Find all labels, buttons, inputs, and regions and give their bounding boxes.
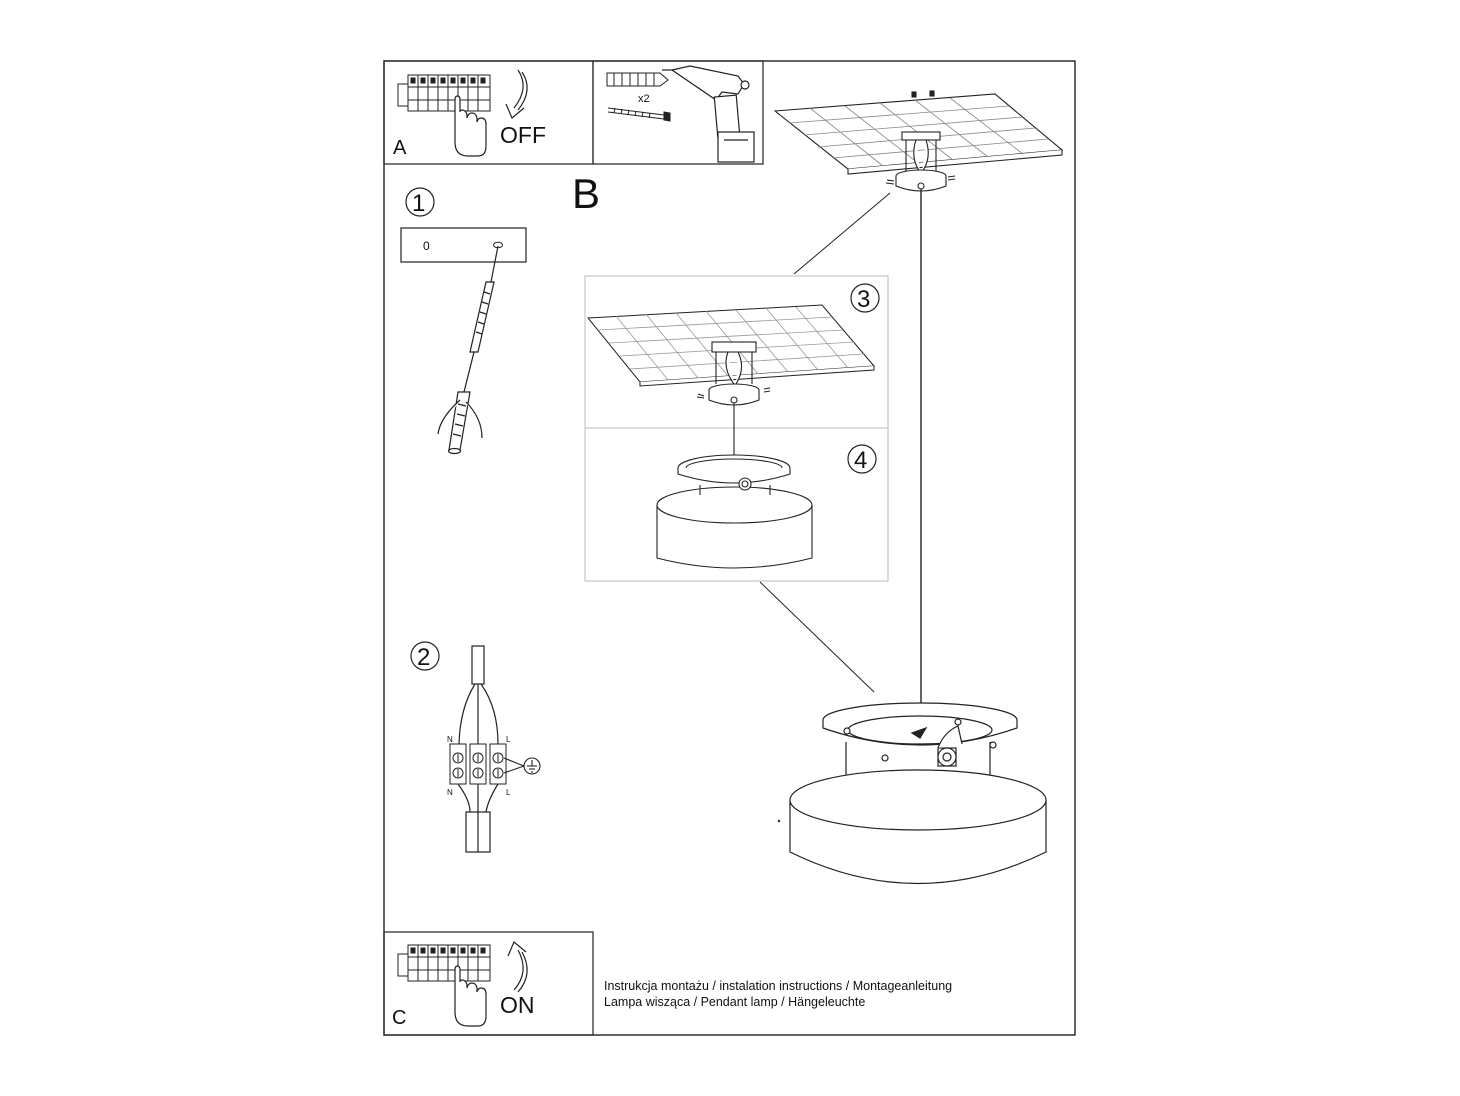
step-3-number: 3	[857, 286, 870, 313]
hand-switch-icon	[454, 965, 487, 1027]
pendant-lamp	[789, 702, 1047, 884]
panel-a-letter: A	[393, 137, 407, 159]
step-4-number: 4	[854, 447, 867, 474]
off-label: OFF	[500, 122, 546, 148]
step-2: 2 N L N L	[410, 641, 541, 853]
leader-line-top	[793, 192, 891, 275]
power-drill-icon	[662, 65, 755, 163]
terminal-l-bottom: L	[506, 788, 511, 797]
detail-inset: 3 4	[584, 275, 889, 582]
drill-bit-icon	[463, 245, 499, 393]
leader-line-bottom	[759, 581, 875, 693]
step-1: 1 0	[400, 187, 527, 455]
panel-tools: x2	[592, 60, 764, 165]
ground-symbol-icon	[503, 757, 541, 775]
terminal-block-icon	[449, 743, 507, 785]
step-2-number: 2	[417, 644, 430, 671]
panel-b-letter: B	[572, 170, 600, 217]
curved-arrow-down-icon	[505, 69, 528, 119]
drilling-template	[400, 227, 527, 263]
on-label: ON	[500, 992, 535, 1018]
circuit-breaker-icon	[397, 74, 491, 112]
lamp-small	[656, 428, 813, 569]
terminal-l-top: L	[506, 735, 511, 744]
cable-grip-icon	[937, 725, 963, 767]
screw-icon	[607, 107, 671, 122]
hand-switch-icon	[454, 95, 487, 157]
quantity-label: x2	[638, 93, 650, 105]
circuit-breaker-icon	[397, 944, 491, 982]
terminal-n-top: N	[447, 735, 453, 744]
curved-arrow-up-icon	[507, 941, 528, 993]
wall-plug-icon	[437, 391, 483, 455]
step-1-number: 1	[412, 190, 425, 217]
panel-a: A OFF	[383, 60, 594, 165]
panel-c: C ON	[383, 931, 594, 1036]
ceiling-canopy	[885, 131, 956, 192]
caption-line-1: Instrukcja montażu / instalation instruc…	[604, 979, 953, 993]
caption-line-2: Lampa wisząca / Pendant lamp / Hängeleuc…	[604, 995, 866, 1009]
panel-c-letter: C	[392, 1007, 406, 1029]
lamp-wires-icon	[457, 783, 499, 853]
template-mark: 0	[423, 239, 430, 253]
wall-plug-icon	[606, 72, 669, 87]
terminal-n-bottom: N	[447, 788, 453, 797]
cable-icon	[458, 645, 499, 745]
mounting-bracket-small	[696, 341, 771, 428]
